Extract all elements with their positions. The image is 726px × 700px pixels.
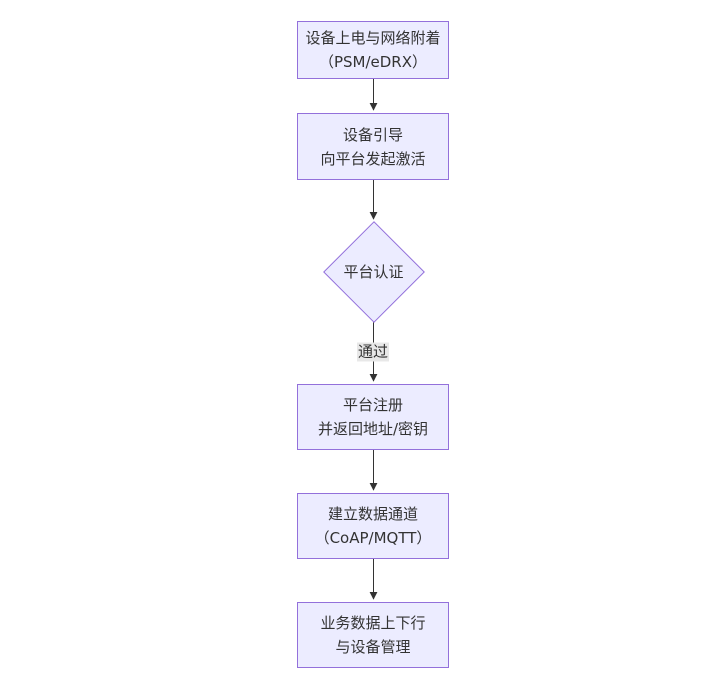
node-business-data-management: 业务数据上下行 与设备管理	[297, 602, 449, 668]
node-text-line: 平台认证	[343, 263, 404, 281]
node-platform-register: 平台注册 并返回地址/密钥	[297, 384, 449, 450]
node-text-line: 建立数据通道	[327, 505, 418, 523]
node-power-on-network-attach: 设备上电与网络附着 （PSM/eDRX）	[297, 21, 449, 79]
node-text-line: 设备引导	[342, 125, 403, 144]
node-text-line: （CoAP/MQTT）	[314, 529, 432, 547]
node-text-line: 向平台发起激活	[320, 149, 426, 168]
edge-label-pass: 通过	[356, 342, 390, 362]
node-text-line: 与设备管理	[335, 638, 411, 656]
node-text-line: （PSM/eDRX）	[318, 53, 428, 71]
node-data-channel: 建立数据通道 （CoAP/MQTT）	[297, 493, 449, 559]
node-text-line: 设备上电与网络附着	[305, 29, 441, 47]
node-text-line: 业务数据上下行	[320, 614, 426, 632]
node-text-line: 平台注册	[342, 396, 403, 414]
node-platform-auth-decision: 平台认证	[323, 221, 425, 323]
node-text-line: 并返回地址/密钥	[317, 420, 429, 438]
node-device-bootstrap-activate: 设备引导 向平台发起激活	[297, 113, 449, 180]
